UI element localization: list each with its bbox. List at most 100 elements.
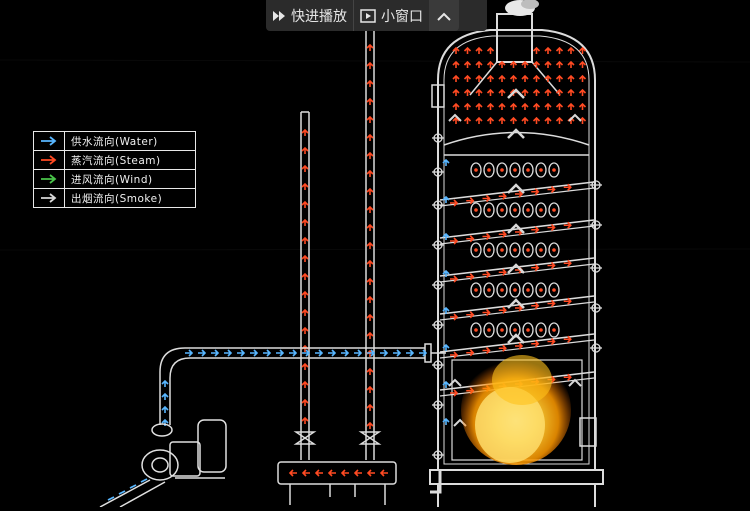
boiler-tube — [483, 282, 495, 298]
riser-steam-arrow — [366, 367, 374, 375]
coil-steam-arrow — [547, 299, 556, 308]
feed-water-arrow — [328, 349, 337, 357]
riser-steam-arrow — [301, 182, 309, 190]
mini-window-label: 小窗口 — [381, 8, 423, 25]
smoke-chevron — [507, 263, 525, 274]
coil-steam-arrow — [531, 302, 540, 310]
boiler-tube — [548, 282, 560, 298]
tube-steam-dot — [500, 328, 504, 332]
riser-steam-arrow — [366, 259, 374, 267]
riser-steam-arrow — [301, 218, 309, 226]
steam-arrow — [532, 102, 541, 110]
tube-steam-dot — [526, 328, 530, 332]
boiler-tube — [535, 282, 547, 298]
legend-label: 出烟流向(Smoke) — [71, 192, 163, 205]
steam-arrow — [567, 88, 575, 96]
fast-forward-button[interactable]: 快进播放 — [266, 0, 353, 31]
smoke-chevron — [568, 378, 582, 387]
riser-steam-arrow — [366, 421, 374, 429]
steam-arrow — [475, 102, 483, 110]
riser-steam-arrow — [366, 295, 374, 303]
water-arrow — [442, 232, 450, 240]
water-flow-arrows — [161, 349, 428, 426]
coil-line — [439, 263, 595, 283]
tube-steam-dot — [513, 168, 517, 172]
riser-steam-arrow — [366, 205, 374, 213]
tube-steam-dot — [487, 168, 491, 172]
feed-water-arrow — [224, 349, 233, 357]
inlet-water-arrow — [129, 484, 137, 489]
tube-steam-dot — [513, 248, 517, 252]
feed-water-arrow — [341, 349, 350, 357]
coil-line — [439, 187, 595, 207]
mini-window-button[interactable]: 小窗口 — [354, 0, 429, 31]
steam-arrow — [555, 116, 564, 124]
tube-steam-dot — [513, 208, 517, 212]
coil-steam-arrow — [482, 270, 491, 279]
coil-steam-arrow — [450, 389, 459, 397]
smoke-chevron — [507, 223, 525, 234]
coil-steam-arrow — [547, 185, 556, 194]
boiler-tube — [496, 202, 508, 218]
feed-water-arrow — [237, 349, 246, 357]
riser-steam-arrow — [301, 416, 309, 424]
tube-steam-dot — [500, 288, 504, 292]
tube-steam-dot — [539, 288, 543, 292]
steam-arrow — [578, 46, 587, 54]
coil-steam-arrow — [515, 304, 524, 312]
tube-steam-dot — [474, 328, 478, 332]
riser-steam-arrow — [366, 115, 374, 123]
smoke-puff — [505, 0, 539, 16]
steam-arrow — [498, 88, 506, 96]
header-steam-arrow — [353, 469, 362, 477]
boiler-tube — [470, 322, 482, 338]
fast-forward-label: 快进播放 — [291, 8, 347, 25]
coil-steam-arrow — [515, 190, 524, 198]
riser-steam-arrow — [366, 97, 374, 105]
coil-steam-arrow — [466, 197, 475, 205]
smoke-chevron — [448, 113, 462, 122]
tube-steam-dot — [513, 288, 517, 292]
header-steam-arrows — [288, 469, 388, 477]
steam-arrow — [521, 88, 529, 96]
legend-row-wind: 进风流向(Wind) — [34, 170, 195, 189]
boiler-tube — [522, 202, 534, 218]
steam-arrow — [486, 46, 495, 54]
tube-steam-dot — [526, 288, 530, 292]
steam-arrow — [509, 74, 518, 82]
legend-swatch — [34, 170, 65, 188]
steam-arrow — [532, 74, 541, 82]
steam-arrow — [544, 102, 552, 110]
steam-arrow — [521, 102, 529, 110]
coil-steam-arrow — [450, 351, 459, 359]
riser-steam-arrow — [301, 326, 309, 334]
legend-swatch — [34, 189, 65, 207]
header-steam-arrow — [379, 469, 388, 477]
coil-steam-arrow — [466, 311, 475, 319]
inlet-water-arrow — [140, 478, 148, 483]
steam-arrow — [544, 60, 552, 68]
smoke-chevron — [448, 378, 462, 387]
coil-steam-arrow — [563, 221, 572, 229]
riser-steam-arrow — [301, 308, 309, 316]
header-steam-arrow — [340, 469, 349, 477]
steam-arrow — [544, 116, 552, 124]
steam-arrow — [567, 60, 575, 68]
tube-steam-dot — [552, 248, 556, 252]
feed-water-arrow — [263, 349, 272, 357]
riser-steam-arrow — [366, 277, 374, 285]
feed-water-arrow — [161, 392, 169, 400]
riser-steam-arrow — [366, 187, 374, 195]
steam-arrow — [498, 60, 506, 68]
boiler-tube — [470, 162, 482, 178]
boiler-side-valves — [432, 133, 602, 460]
feed-water-arrow — [161, 379, 169, 387]
coil-steam-arrow — [498, 306, 507, 314]
water-arrow — [442, 306, 450, 314]
steam-arrow — [544, 46, 552, 54]
boiler-tube — [522, 242, 534, 258]
boiler-tube — [483, 322, 495, 338]
legend-row-water: 供水流向(Water) — [34, 132, 195, 151]
tube-steam-dot — [539, 208, 543, 212]
collapse-toolbar-button[interactable] — [429, 0, 459, 31]
